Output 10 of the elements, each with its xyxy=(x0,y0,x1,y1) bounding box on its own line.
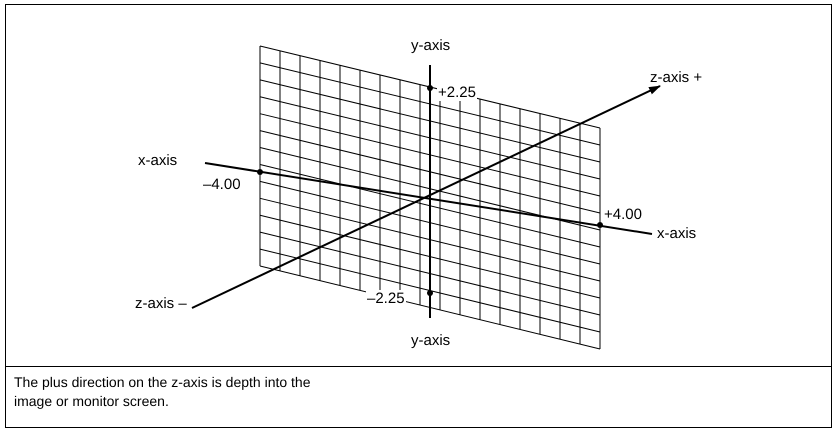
axis-label: y-axis xyxy=(411,37,450,54)
axis-label: z-axis – xyxy=(135,295,187,312)
caption-text: The plus direction on the z-axis is depth into the image or monitor screen. xyxy=(14,373,312,411)
axis-label: x-axis xyxy=(138,152,178,169)
tick-value: –4.00 xyxy=(203,176,241,193)
tick-value: +4.00 xyxy=(604,206,642,223)
axis-label: y-axis xyxy=(411,332,450,349)
axis-label: x-axis xyxy=(657,225,696,242)
axis-label: z-axis + xyxy=(650,69,702,86)
tick-value: +2.25 xyxy=(437,84,477,101)
